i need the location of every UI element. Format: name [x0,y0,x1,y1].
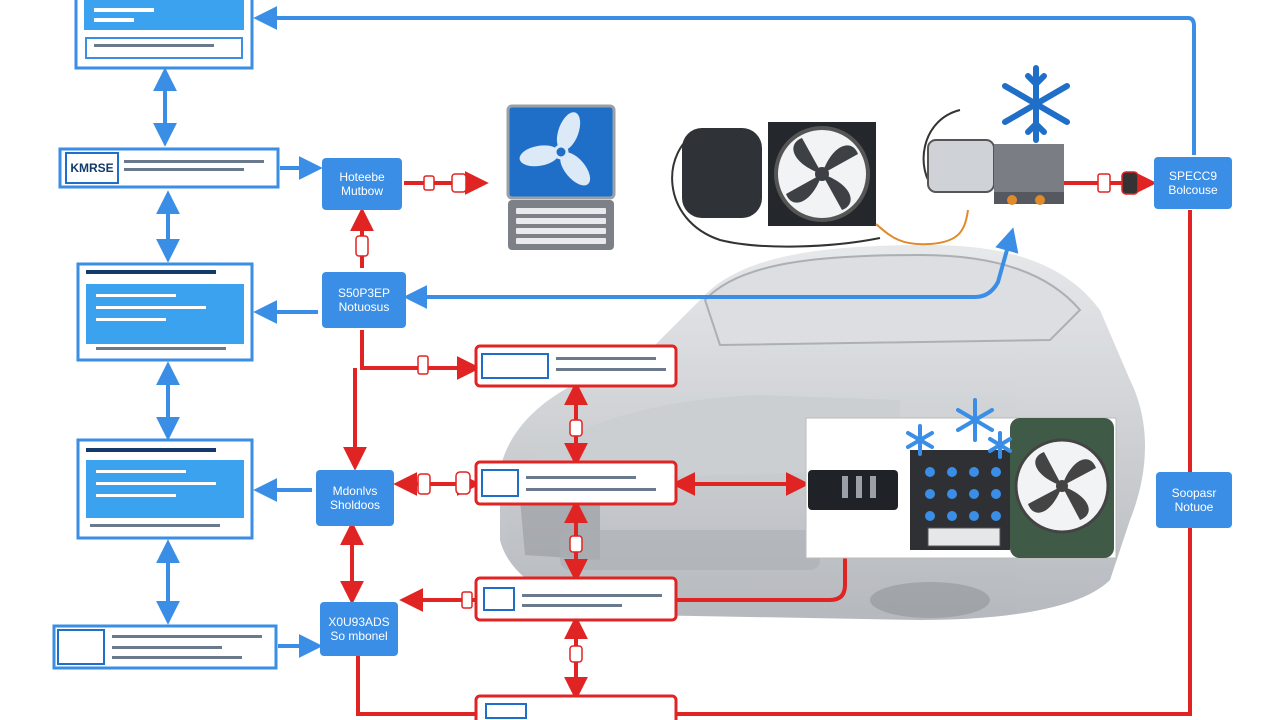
fan-icon [506,104,616,200]
keyboard-icon [508,200,614,250]
radiator-fan-icon [671,122,969,248]
snowflake-icon [1002,65,1070,143]
blue-boxes [316,157,1232,656]
connector-plugs [355,171,1139,663]
compressor-icon [922,109,1064,205]
left-panel-5 [52,624,278,670]
left-panel-4 [76,438,254,540]
left-panel-2 [58,147,280,189]
left-panel-1 [74,0,254,70]
red-boxes [474,344,678,720]
cooling-module-image [805,398,1117,559]
left-panel-3 [76,262,254,362]
blue-connectors [153,6,1196,658]
